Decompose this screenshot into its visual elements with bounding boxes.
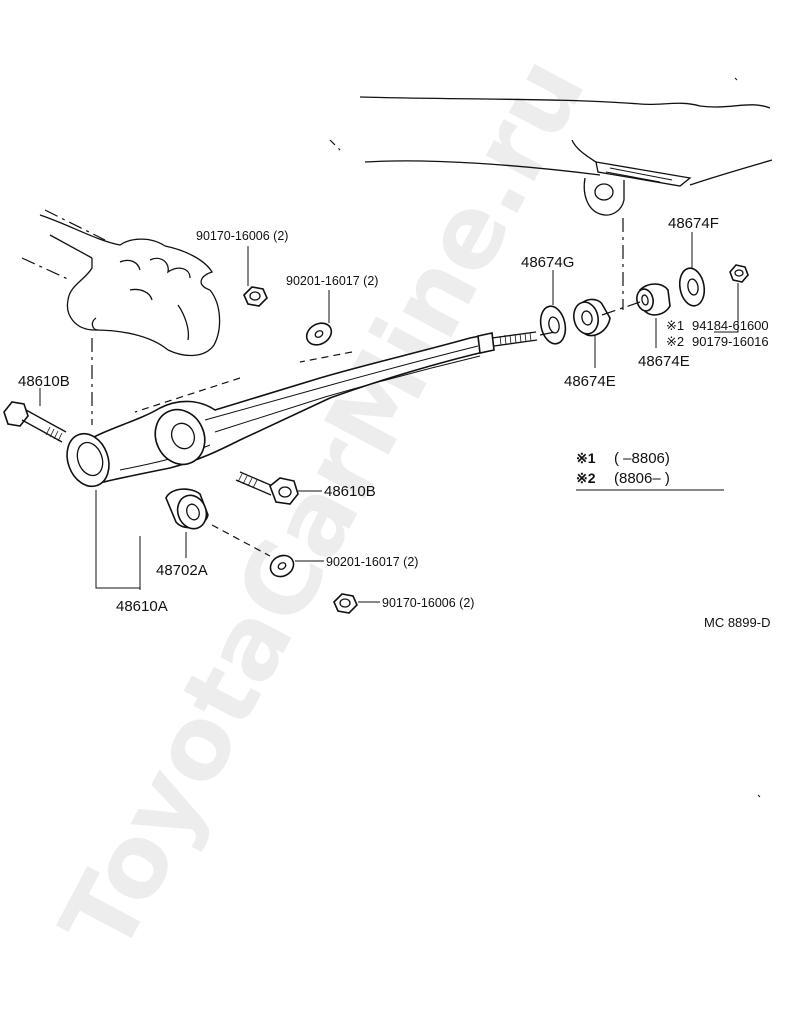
label-bushing-e-right: 48674E xyxy=(638,353,690,370)
bolt-right xyxy=(235,471,299,505)
label-bolt-left: 48610B xyxy=(18,373,70,390)
nut-top xyxy=(243,286,268,307)
notes-legend: ※1 ( –8806) ※2 (8806– ) xyxy=(576,450,724,491)
label-bushing-e-left: 48674E xyxy=(564,373,616,390)
note-row1-mark: ※1 xyxy=(576,450,596,466)
alignment-line-bottom xyxy=(211,524,271,557)
label-washer-bottom: 90201-16017 (2) xyxy=(326,555,418,569)
stray-marks xyxy=(734,77,761,798)
label-retainer-g: 48674G xyxy=(521,254,574,271)
washer-bottom xyxy=(269,554,295,578)
label-washer-top: 90201-16017 (2) xyxy=(286,274,378,288)
label-mark1: ※1 xyxy=(666,318,684,333)
body-mount-outline xyxy=(21,209,221,357)
diagram-code: MC 8899-D xyxy=(704,615,770,630)
bushing-e-right xyxy=(636,283,671,316)
label-retainer-f: 48674F xyxy=(668,215,719,232)
label-nut-alt1: 94184-61600 xyxy=(692,318,769,333)
label-bolt-right: 48610B xyxy=(324,483,376,500)
leader-nut-alt xyxy=(714,283,739,333)
label-nut-top: 90170-16006 (2) xyxy=(196,229,288,243)
label-mark2: ※2 xyxy=(666,334,684,349)
centerline-stack xyxy=(539,301,641,336)
label-nut-alt2: 90179-16016 xyxy=(692,334,769,349)
retainer-f xyxy=(678,267,706,307)
bushing-arm xyxy=(165,488,209,530)
alignment-line-top xyxy=(299,351,353,363)
bolt-left xyxy=(3,401,67,443)
nut-alt xyxy=(729,264,749,283)
note-row1-range: ( –8806) xyxy=(614,450,670,467)
washer-top xyxy=(305,322,333,346)
bushing-e-left xyxy=(572,298,611,337)
note-row2-mark: ※2 xyxy=(576,470,596,486)
note-row2-range: (8806– ) xyxy=(614,470,670,487)
bracket-arm xyxy=(95,490,141,590)
retainer-g xyxy=(539,305,567,345)
label-nut-bottom: 90170-16006 (2) xyxy=(382,596,474,610)
lower-arm xyxy=(66,331,538,488)
nut-bottom xyxy=(333,593,358,614)
label-bushing-arm: 48702A xyxy=(156,562,208,579)
watermark: ToyotaCarMine.ru xyxy=(38,38,608,971)
label-arm: 48610A xyxy=(116,598,168,615)
body-frame-outline xyxy=(329,96,773,216)
